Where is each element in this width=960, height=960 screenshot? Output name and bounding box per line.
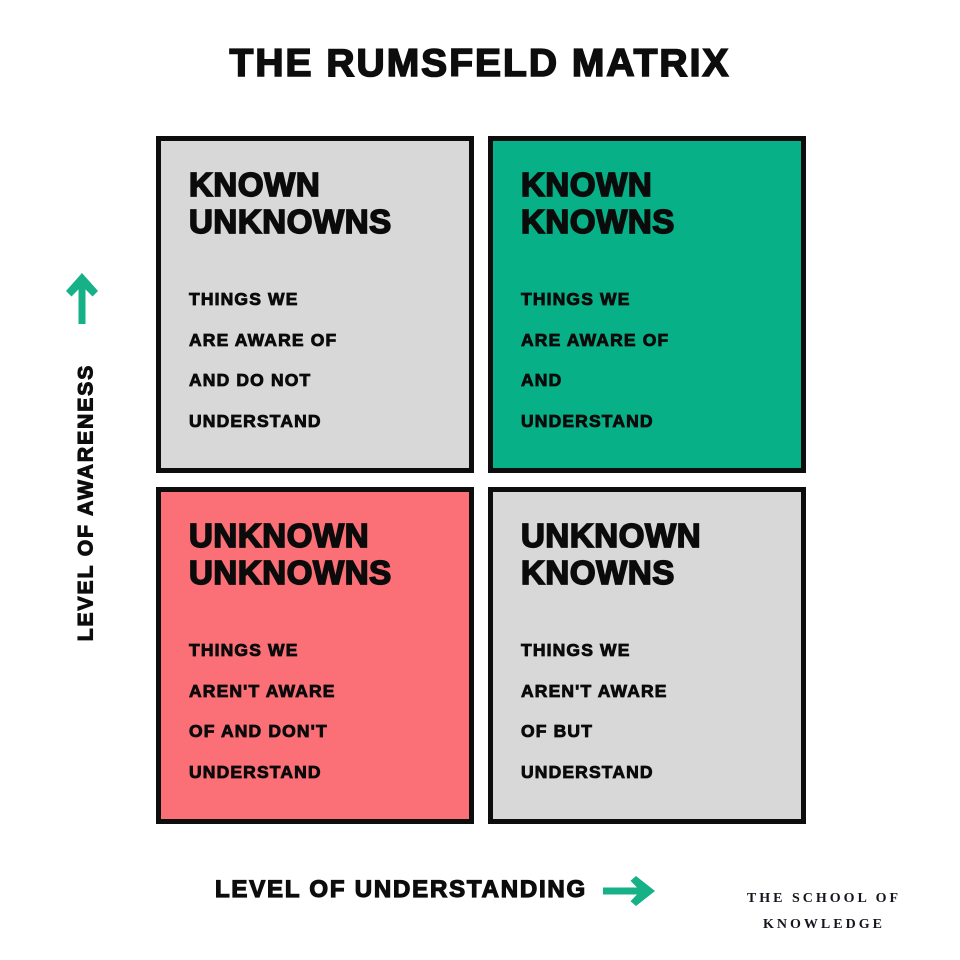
quadrant-description: THINGS WE ARE AWARE OF AND UNDERSTAND xyxy=(521,288,670,432)
rumsfeld-matrix-grid: KNOWN UNKNOWNS THINGS WE ARE AWARE OF AN… xyxy=(156,136,806,824)
quadrant-title: UNKNOWN KNOWNS xyxy=(520,516,702,592)
quadrant-known-knowns[interactable]: KNOWN KNOWNS THINGS WE ARE AWARE OF AND … xyxy=(488,136,806,473)
brand-line-1: THE SCHOOL OF xyxy=(746,891,902,907)
quadrant-description: THINGS WE ARE AWARE OF AND DO NOT UNDERS… xyxy=(189,288,338,432)
y-axis: LEVEL OF AWARENESS xyxy=(52,270,112,700)
quadrant-known-unknowns[interactable]: KNOWN UNKNOWNS THINGS WE ARE AWARE OF AN… xyxy=(156,136,474,473)
quadrant-unknown-unknowns[interactable]: UNKNOWN UNKNOWNS THINGS WE AREN'T AWARE … xyxy=(156,487,474,824)
quadrant-title: KNOWN UNKNOWNS xyxy=(188,165,392,241)
quadrant-description: THINGS WE AREN'T AWARE OF BUT UNDERSTAND xyxy=(521,639,668,783)
quadrant-unknown-knowns[interactable]: UNKNOWN KNOWNS THINGS WE AREN'T AWARE OF… xyxy=(488,487,806,824)
brand-line-2: KNOWLEDGE xyxy=(763,917,885,933)
arrow-up-icon xyxy=(66,273,98,324)
quadrant-title: UNKNOWN UNKNOWNS xyxy=(188,516,392,592)
y-axis-label: LEVEL OF AWARENESS xyxy=(74,363,98,642)
arrow-right-icon xyxy=(603,876,656,906)
x-axis-label: LEVEL OF UNDERSTANDING xyxy=(214,876,588,903)
page-title: THE RUMSFELD MATRIX xyxy=(229,42,731,85)
x-axis: LEVEL OF UNDERSTANDING xyxy=(156,866,716,914)
quadrant-description: THINGS WE AREN'T AWARE OF AND DON'T UNDE… xyxy=(189,639,336,783)
quadrant-title: KNOWN KNOWNS xyxy=(520,165,675,241)
brand-logo: THE SCHOOL OF KNOWLEDGE xyxy=(714,886,934,938)
